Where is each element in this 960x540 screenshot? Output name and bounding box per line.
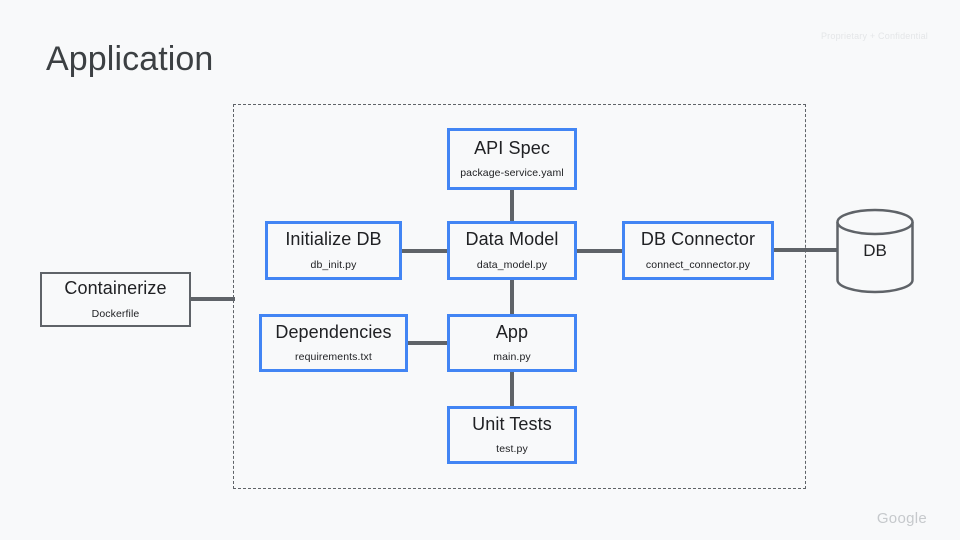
node-data-model-title: Data Model <box>465 229 559 250</box>
node-app-title: App <box>495 321 529 342</box>
node-db-connector[interactable]: DB Connector connect_connector.py <box>622 221 774 280</box>
node-containerize-subtitle: Dockerfile <box>91 307 140 320</box>
node-dependencies-title: Dependencies <box>275 321 392 342</box>
connector-datamodel-to-app <box>510 276 514 316</box>
node-unit-tests[interactable]: Unit Tests test.py <box>447 406 577 464</box>
connector-apispec-to-datamodel <box>510 190 514 224</box>
google-logo: Google <box>876 510 927 527</box>
database-cylinder-icon[interactable] <box>835 208 915 294</box>
connector-datamodel-to-dbconnector <box>573 249 623 253</box>
confidentiality-notice: Proprietary + Confidential <box>820 31 928 41</box>
page-title: Application <box>46 40 214 78</box>
node-unit-tests-title: Unit Tests <box>472 413 552 434</box>
node-dependencies-subtitle: requirements.txt <box>295 351 372 364</box>
node-containerize-title: Containerize <box>64 278 167 299</box>
node-app[interactable]: App main.py <box>447 314 577 372</box>
node-unit-tests-subtitle: test.py <box>496 443 528 456</box>
node-api-spec[interactable]: API Spec package-service.yaml <box>447 128 577 190</box>
connector-app-to-unittests <box>510 368 514 408</box>
node-db-connector-subtitle: connect_connector.py <box>645 258 751 271</box>
node-containerize[interactable]: Containerize Dockerfile <box>40 272 191 327</box>
node-api-spec-subtitle: package-service.yaml <box>460 167 564 180</box>
connector-initializedb-to-datamodel <box>401 249 451 253</box>
node-data-model[interactable]: Data Model data_model.py <box>447 221 577 280</box>
node-initialize-db[interactable]: Initialize DB db_init.py <box>265 221 402 280</box>
node-db-connector-title: DB Connector <box>640 229 756 250</box>
database-label: DB <box>863 241 887 260</box>
node-dependencies[interactable]: Dependencies requirements.txt <box>259 314 408 372</box>
node-app-subtitle: main.py <box>493 351 531 364</box>
connector-dbconnector-to-database <box>771 248 838 252</box>
node-data-model-subtitle: data_model.py <box>476 258 548 271</box>
connector-containerize-to-group <box>190 297 235 301</box>
connector-dependencies-to-app <box>401 341 451 345</box>
node-api-spec-title: API Spec <box>474 137 550 158</box>
node-initialize-db-title: Initialize DB <box>285 229 382 250</box>
node-initialize-db-subtitle: db_init.py <box>310 258 357 271</box>
application-group-boundary <box>233 104 806 489</box>
